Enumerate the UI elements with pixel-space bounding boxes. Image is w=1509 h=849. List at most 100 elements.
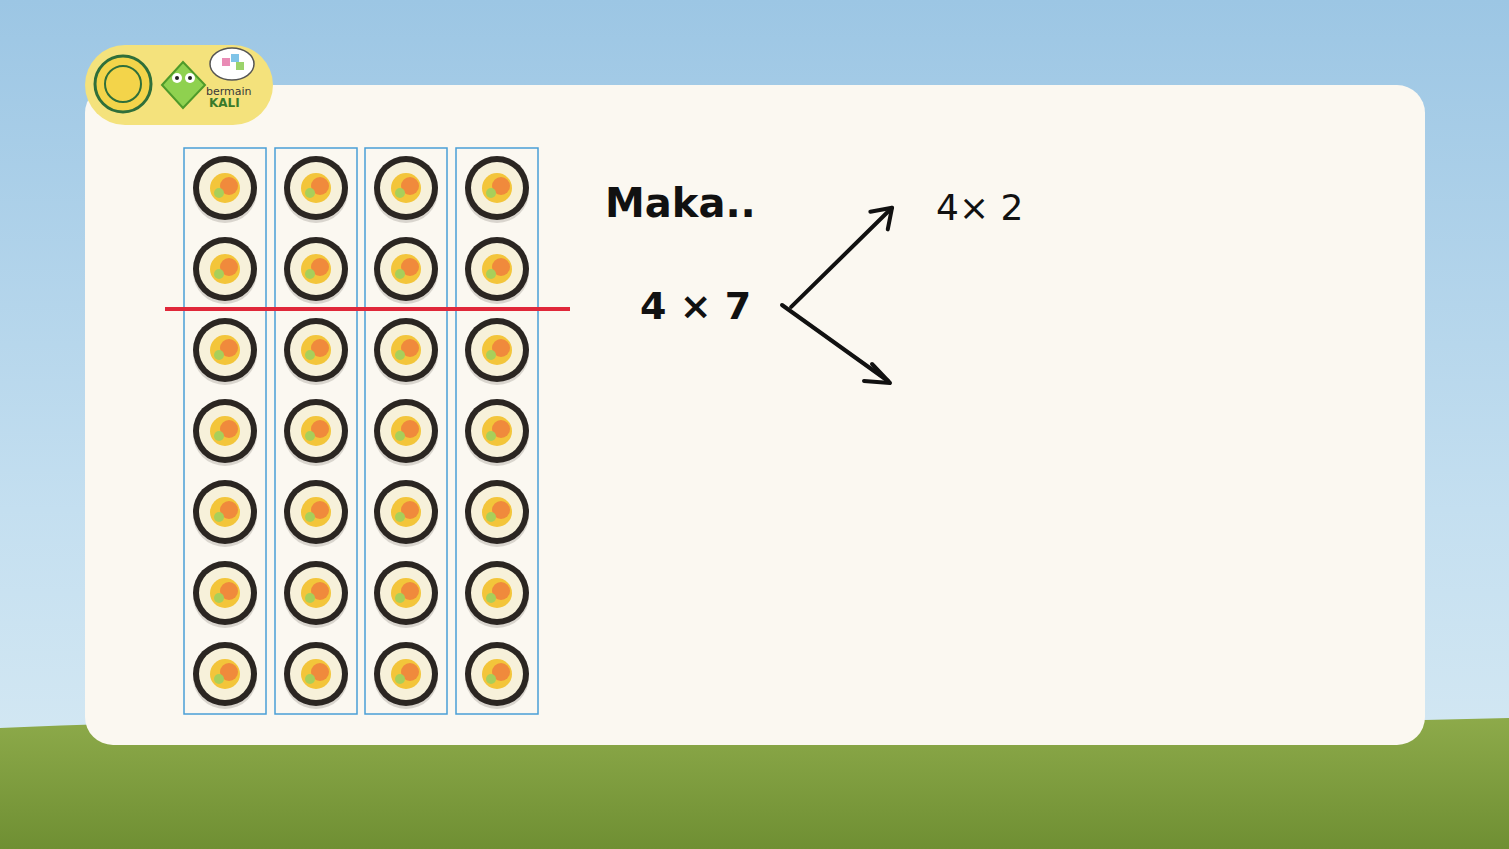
sushi-egg — [210, 497, 240, 527]
expression-node: 4× 2 — [932, 186, 1027, 230]
sushi-egg — [301, 416, 331, 446]
sushi-veg — [214, 350, 224, 360]
mascot-pupil — [188, 76, 192, 80]
sushi-egg — [210, 173, 240, 203]
sushi-egg — [210, 578, 240, 608]
sushi-seaweed — [284, 642, 348, 706]
sushi-egg — [482, 254, 512, 284]
sushi-veg — [486, 431, 496, 441]
sushi-rice — [471, 486, 523, 538]
sushi-seaweed — [465, 399, 529, 463]
sushi-seaweed — [193, 561, 257, 625]
sushi-egg — [301, 173, 331, 203]
sushi-egg — [210, 416, 240, 446]
sushi-egg — [391, 659, 421, 689]
column-box — [456, 148, 538, 714]
sushi-veg — [214, 674, 224, 684]
sushi-egg — [301, 254, 331, 284]
sushi-veg — [395, 188, 405, 198]
sushi-seaweed — [193, 399, 257, 463]
sushi-seaweed — [465, 561, 529, 625]
sushi-seaweed — [374, 318, 438, 382]
sushi-rice — [471, 648, 523, 700]
mascot-pupil — [175, 76, 179, 80]
arrow-head — [864, 364, 890, 383]
sushi-egg — [391, 497, 421, 527]
sushi-veg — [214, 593, 224, 603]
sushi-seaweed — [374, 399, 438, 463]
sushi-veg — [395, 674, 405, 684]
block — [236, 62, 244, 70]
sushi-rice — [290, 486, 342, 538]
mascot — [162, 62, 205, 108]
thought-bubble — [210, 48, 254, 80]
sushi-rice — [471, 243, 523, 295]
arrow-head — [870, 208, 892, 230]
sushi-veg — [305, 269, 315, 279]
sushi-veg — [214, 431, 224, 441]
heading-text: Maka.. — [605, 183, 756, 223]
sushi-egg — [391, 254, 421, 284]
logo-pill — [85, 45, 273, 125]
arrow-connector — [791, 208, 892, 307]
sushi-veg — [305, 431, 315, 441]
sushi-seaweed — [465, 480, 529, 544]
sushi-veg — [486, 350, 496, 360]
sushi-veg — [214, 269, 224, 279]
sushi-rice — [380, 486, 432, 538]
sushi-egg — [391, 578, 421, 608]
block — [231, 54, 239, 62]
sushi-rice — [471, 162, 523, 214]
arrow-line — [782, 305, 888, 381]
sushi-veg — [214, 188, 224, 198]
sushi-seaweed — [465, 642, 529, 706]
sushi-rice — [471, 567, 523, 619]
block — [222, 58, 230, 66]
sushi-veg — [305, 593, 315, 603]
sushi-rice — [471, 324, 523, 376]
sushi-rice — [290, 567, 342, 619]
sushi-veg — [395, 593, 405, 603]
panel — [85, 85, 1425, 745]
sushi-seaweed — [374, 642, 438, 706]
column-box — [184, 148, 266, 714]
expression-text: 4× 2 — [936, 188, 1023, 228]
emblem — [95, 56, 151, 112]
sushi-veg — [305, 674, 315, 684]
column-box — [365, 148, 447, 714]
sushi-rice — [471, 405, 523, 457]
sushi-veg — [395, 431, 405, 441]
arrow-line — [791, 208, 892, 307]
sushi-rice — [380, 405, 432, 457]
sushi-seaweed — [284, 318, 348, 382]
logo-text: KALI — [209, 97, 240, 109]
sushi-rice — [380, 648, 432, 700]
expression-node: 4 × 7 — [636, 284, 755, 330]
sushi-rice — [199, 486, 251, 538]
sushi-seaweed — [193, 642, 257, 706]
sushi-rice — [290, 648, 342, 700]
sushi-rice — [199, 243, 251, 295]
sushi-veg — [305, 512, 315, 522]
sushi-rice — [199, 162, 251, 214]
sushi-seaweed — [374, 156, 438, 220]
sushi-veg — [486, 593, 496, 603]
sushi-rice — [290, 243, 342, 295]
sushi-seaweed — [284, 561, 348, 625]
sushi-seaweed — [284, 480, 348, 544]
sushi-veg — [395, 269, 405, 279]
sushi-veg — [486, 512, 496, 522]
sushi-veg — [305, 350, 315, 360]
sushi-seaweed — [284, 399, 348, 463]
sushi-rice — [199, 648, 251, 700]
sushi-egg — [482, 659, 512, 689]
sushi-veg — [486, 269, 496, 279]
sushi-rice — [380, 567, 432, 619]
sushi-seaweed — [193, 318, 257, 382]
sushi-veg — [395, 350, 405, 360]
sushi-rice — [290, 324, 342, 376]
sushi-egg — [210, 335, 240, 365]
sushi-seaweed — [193, 237, 257, 301]
sushi-rice — [199, 405, 251, 457]
